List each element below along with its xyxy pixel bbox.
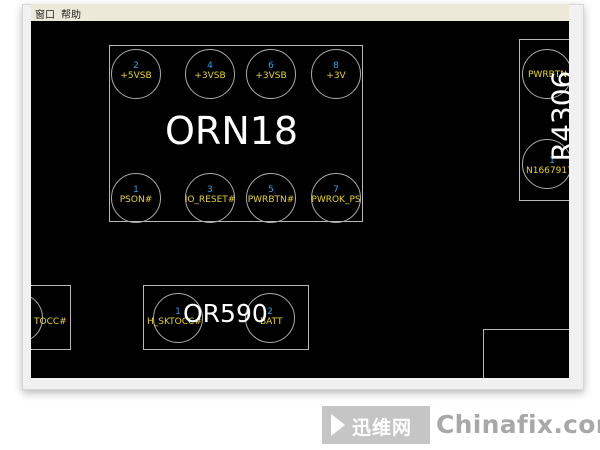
or590-pin-1-pad[interactable]: [153, 293, 203, 343]
orn18-pin-7-number: 7: [333, 185, 339, 195]
orn18-pin-4-number: 4: [207, 61, 213, 71]
orn18-pin-1-pad[interactable]: [111, 173, 161, 223]
menu-window[interactable]: 窗口: [35, 10, 55, 21]
orn18-pin-3-pad[interactable]: [185, 173, 235, 223]
orn18-pin-1-number: 1: [133, 185, 139, 195]
bottom-right-part-outline[interactable]: [483, 329, 569, 378]
orn18-pin-7-pad[interactable]: [311, 173, 361, 223]
r4306-outline[interactable]: [519, 39, 569, 201]
r4306-pin-1-number: 1: [549, 156, 555, 166]
orn18-pin-2-pad[interactable]: [111, 49, 161, 99]
orn18-pin-5-number: 5: [268, 185, 274, 195]
watermark: 迅维网 Chinafix.com: [322, 406, 600, 444]
r4306-pin-2-pad[interactable]: [522, 49, 569, 99]
or590-pin-2-net: BATT: [260, 317, 283, 327]
r4306-refdes: R4306: [545, 70, 569, 162]
or590-pin-2-pad[interactable]: [245, 293, 295, 343]
or590-pin-1-net: H_SKTOCC#: [147, 317, 202, 327]
orn18-pin-8-pad[interactable]: [311, 49, 361, 99]
orn18-pin-7-net: PWROK_PS: [311, 195, 361, 205]
orn18-pin-2-number: 2: [133, 61, 139, 71]
orn18-pin-6-number: 6: [268, 61, 274, 71]
r4306-pin-1-pad[interactable]: [522, 139, 569, 189]
left-part-pin-number: 1: [31, 307, 58, 317]
r4306-pin-1-net: N1667917: [526, 166, 569, 176]
orn18-outline[interactable]: [109, 45, 363, 222]
or590-pin-1-number: 1: [175, 307, 181, 317]
r4306-pin-2-net: PWRBTN: [528, 70, 567, 80]
orn18-pin-3-net: IO_RESET#: [184, 195, 236, 205]
pcb-canvas[interactable]: 2 +5VSB 4 +3VSB 6 +3VSB 8 +3V 1 PSON# 3 …: [31, 21, 569, 378]
watermark-cn-text: 迅维网: [352, 417, 413, 439]
left-part-net: TOCC#: [34, 317, 67, 327]
orn18-pin-4-pad[interactable]: [185, 49, 235, 99]
or590-refdes: OR590: [183, 299, 268, 328]
orn18-pin-8-number: 8: [333, 61, 339, 71]
or590-pin-2-number: 2: [267, 307, 273, 317]
watermark-en-text: Chinafix.com: [436, 410, 600, 439]
left-part-outline[interactable]: [31, 285, 71, 350]
orn18-pin-5-net: PWRBTN#: [247, 195, 295, 205]
orn18-pin-1-net: PSON#: [119, 195, 153, 205]
orn18-pin-5-pad[interactable]: [246, 173, 296, 223]
orn18-refdes: ORN18: [165, 109, 299, 153]
orn18-pin-2-net: +5VSB: [120, 71, 152, 81]
menu-bar: 窗口 帮助: [31, 4, 569, 21]
orn18-pin-4-net: +3VSB: [194, 71, 226, 81]
orn18-pin-6-pad[interactable]: [246, 49, 296, 99]
or590-outline[interactable]: [143, 285, 309, 350]
orn18-pin-6-net: +3VSB: [255, 71, 287, 81]
chevron-right-icon: [331, 414, 345, 436]
orn18-pin-3-number: 3: [207, 185, 213, 195]
orn18-pin-8-net: +3V: [326, 71, 346, 81]
watermark-logo-box: 迅维网: [322, 406, 430, 444]
menu-help[interactable]: 帮助: [61, 10, 81, 21]
